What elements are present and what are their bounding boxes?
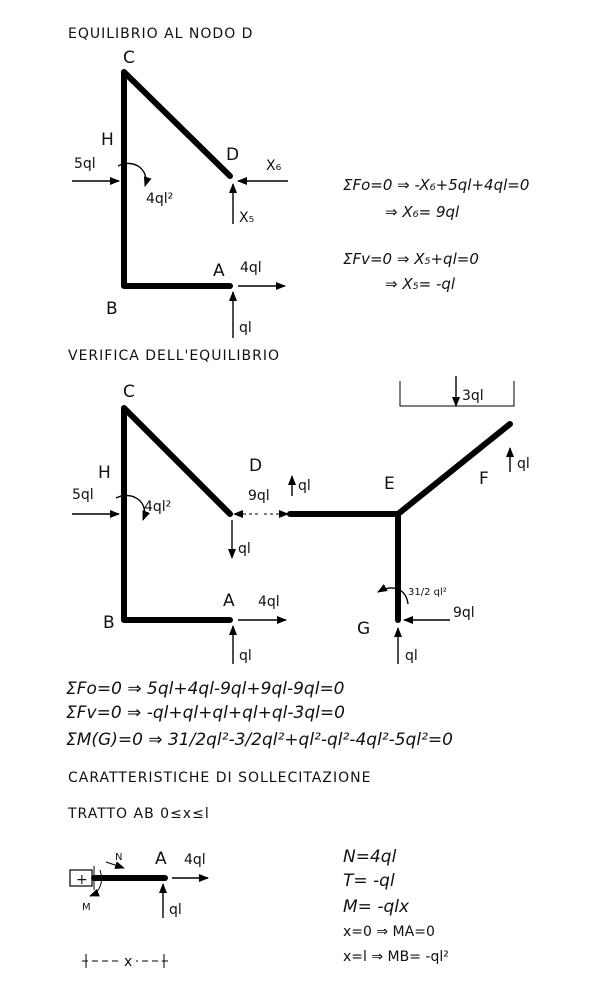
- m-moment-arrow: [89, 869, 103, 897]
- node-a-label: A: [213, 261, 225, 281]
- node2-b-label: B: [103, 613, 115, 633]
- g-vertical-label: ql: [405, 648, 418, 664]
- node-h-label: H: [101, 130, 114, 150]
- moment2-label: 4ql²: [144, 499, 171, 515]
- eq2-vertical: ΣFv=0 ⇒ -ql+ql+ql+ql+ql-3ql=0: [66, 703, 345, 723]
- moment-label: 4ql²: [146, 191, 173, 207]
- a3-vertical-label: ql: [169, 902, 182, 918]
- a-horizontal-label: 4ql: [240, 260, 262, 276]
- eq2-horizontal: ΣFo=0 ⇒ 5ql+4ql-9ql+9ql-9ql=0: [66, 679, 345, 699]
- frame-1: [121, 69, 233, 289]
- section3-title: CARATTERISTICHE DI SOLLECITAZIONE: [68, 770, 371, 786]
- d-horizontal-label: X₆: [266, 158, 282, 174]
- eq2-moment: ΣM(G)=0 ⇒ 31/2ql²-3/2ql²+ql²-ql²-4ql²-5q…: [66, 730, 453, 750]
- n-force-arrow: [105, 861, 125, 869]
- m-moment-label: M: [82, 902, 91, 913]
- node2-e-label: E: [384, 474, 395, 494]
- result-m: M= -qlx: [343, 897, 410, 917]
- eq1-horizontal: ΣFo=0 ⇒ -X₆+5ql+4ql=0: [343, 176, 529, 194]
- eq1-vertical: ΣFv=0 ⇒ X₅+ql=0: [343, 250, 479, 268]
- frame-2: [121, 405, 513, 623]
- result-t: T= -ql: [343, 871, 395, 891]
- section-plus-sign: +: [76, 872, 88, 888]
- a2-horizontal-label: 4ql: [258, 594, 280, 610]
- g-horizontal-label: 9ql: [453, 605, 475, 621]
- a-vertical-label: ql: [239, 320, 252, 336]
- moment-arrow: [117, 162, 152, 187]
- x-label-bg: [120, 952, 136, 968]
- a3-horizontal-label: 4ql: [184, 852, 206, 868]
- result-m-at-b: x=l ⇒ MB= -ql²: [343, 949, 449, 965]
- d2-force-label: 9ql: [248, 488, 270, 504]
- distributed-load-box: [399, 381, 515, 407]
- node2-c-label: C: [123, 382, 135, 402]
- f-load-label: 3ql: [462, 388, 484, 404]
- result-n: N=4ql: [343, 847, 397, 867]
- d-vertical-label: X₅: [239, 210, 254, 226]
- node2-g-label: G: [357, 619, 370, 639]
- node2-d-label: D: [249, 456, 262, 476]
- section3-subtitle: TRATTO AB 0≤x≤l: [67, 806, 210, 822]
- node-b-label: B: [106, 299, 118, 319]
- g-moment-label: 31/2 ql²: [408, 587, 447, 598]
- d2-down-label: ql: [238, 541, 251, 557]
- f-up-label: ql: [517, 456, 530, 472]
- section2-title: VERIFICA DELL'EQUILIBRIO: [68, 348, 280, 364]
- result-m-at-a: x=0 ⇒ MA=0: [343, 924, 435, 940]
- node2-a-label: A: [223, 591, 235, 611]
- node2-h-label: H: [98, 463, 111, 483]
- g-moment-arrow: [377, 584, 409, 605]
- moment2-arrow: [115, 494, 150, 521]
- a2-vertical-label: ql: [239, 648, 252, 664]
- eq1-result-x5: ⇒ X₅= -ql: [385, 275, 456, 293]
- node3-a-label: A: [155, 849, 167, 869]
- h2-force-label: 5ql: [72, 487, 94, 503]
- h-force-label: 5ql: [74, 156, 96, 172]
- e2-up-label: ql: [298, 478, 311, 494]
- eq1-result-x6: ⇒ X₆= 9ql: [385, 203, 460, 221]
- node-d-label: D: [226, 145, 239, 165]
- node-c-label: C: [123, 48, 135, 68]
- section1-title: EQUILIBRIO AL NODO D: [68, 26, 253, 42]
- node2-f-label: F: [479, 469, 489, 489]
- n-force-label: N: [115, 852, 122, 863]
- x-dimension-label: x: [124, 954, 132, 970]
